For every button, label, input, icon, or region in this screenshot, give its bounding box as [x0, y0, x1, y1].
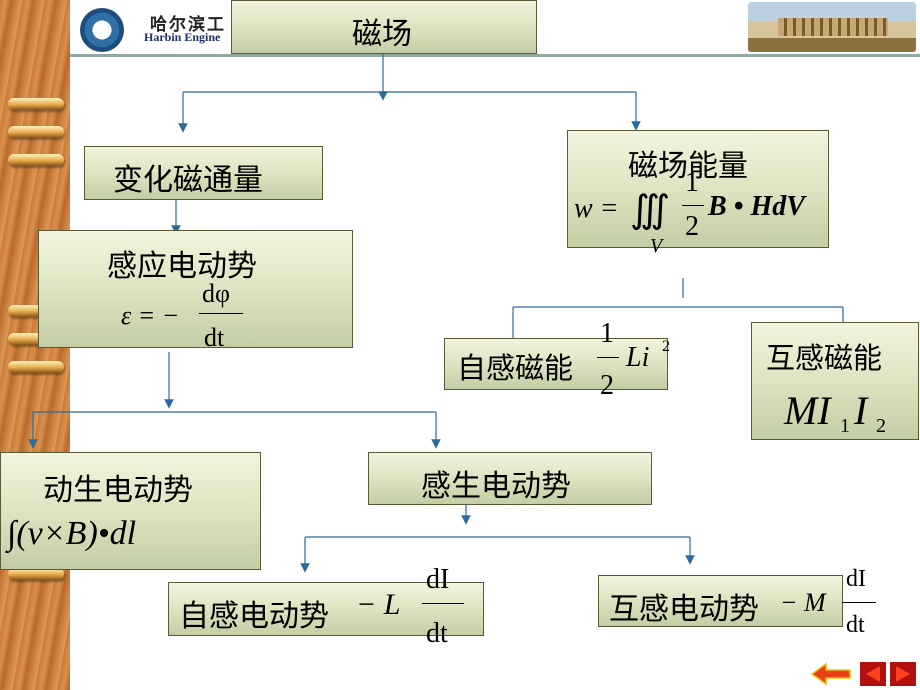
self-emf-label: 自感电动势: [179, 599, 329, 634]
self-energy-num: 1: [600, 318, 614, 349]
binder-ring: [8, 154, 64, 166]
self-emf-num: dI: [426, 564, 450, 595]
mutual-energy-sub1: 1: [840, 415, 850, 437]
self-energy-node: 自感磁能: [444, 338, 668, 390]
energy-den: 2: [685, 211, 699, 242]
logo-text-cn: 哈尔滨工: [150, 15, 226, 35]
root-label: 磁场: [352, 17, 412, 52]
self-emf-lhs: − L: [356, 588, 401, 621]
energy-num: 1: [685, 167, 699, 198]
mutual-energy-i: I: [854, 388, 868, 433]
energy-lhs: w =: [574, 193, 619, 224]
mutual-emf-label: 互感电动势: [609, 592, 759, 627]
back-arrow-icon[interactable]: [810, 662, 852, 686]
binder-ring: [8, 568, 64, 580]
fraction-bar: [682, 205, 704, 206]
university-logo: [80, 8, 124, 52]
fraction-bar: [199, 313, 243, 314]
energy-rhs: B • HdV: [708, 191, 805, 222]
magnetic-energy-label: 磁场能量: [628, 149, 748, 184]
flux-change-label: 变化磁通量: [113, 163, 263, 198]
binder-ring: [8, 361, 64, 373]
motional-emf-label: 动生电动势: [43, 473, 193, 508]
triple-integral: ∭: [630, 189, 671, 231]
building-image: [748, 2, 916, 52]
induced-emf-label: 感应电动势: [107, 249, 257, 284]
binder-ring: [8, 126, 64, 138]
induced-electric-emf-label: 感生电动势: [421, 469, 571, 504]
logo-text-en: Harbin Engine: [144, 30, 221, 44]
mutual-energy-node: 互感磁能 MI 1 I 2: [751, 322, 919, 440]
fraction-bar: [422, 603, 464, 604]
self-energy-label: 自感磁能: [457, 351, 574, 385]
mutual-emf-num: dI: [846, 566, 866, 592]
fraction-bar: [597, 357, 619, 358]
faraday-num: dφ: [202, 279, 231, 308]
mutual-energy-m: MI: [784, 388, 831, 433]
motional-emf-node: 动生电动势 ∫(v×B)•dl: [0, 452, 261, 570]
root-node: 磁场: [231, 0, 537, 54]
self-emf-node: 自感电动势: [168, 582, 484, 636]
integral-sub: V: [650, 235, 663, 257]
binder-ring: [8, 98, 64, 110]
induced-electric-emf-node: 感生电动势: [368, 452, 652, 505]
next-icon[interactable]: [890, 662, 916, 686]
fraction-bar: [842, 602, 876, 603]
self-energy-den: 2: [600, 370, 614, 401]
header-divider: [70, 54, 920, 57]
induced-emf-node: 感应电动势 ε = − dφ dt: [38, 230, 353, 352]
flux-change-node: 变化磁通量: [84, 146, 323, 200]
mutual-emf-den: dt: [846, 612, 865, 638]
self-emf-den: dt: [426, 618, 448, 649]
mutual-energy-label: 互感磁能: [766, 341, 883, 375]
self-energy-rhs: Li: [626, 342, 650, 373]
prev-icon[interactable]: [860, 662, 886, 686]
faraday-den: dt: [204, 323, 225, 352]
mutual-emf-node: 互感电动势: [598, 575, 843, 627]
mutual-emf-lhs: − M: [780, 588, 826, 617]
mutual-energy-sub2: 2: [876, 415, 886, 437]
self-energy-sup: 2: [662, 338, 670, 355]
magnetic-energy-node: 磁场能量 w = ∭ V 1 2 B • HdV: [567, 130, 829, 257]
motional-formula: ∫(v×B)•dl: [7, 515, 137, 552]
faraday-lhs: ε = −: [121, 301, 180, 330]
